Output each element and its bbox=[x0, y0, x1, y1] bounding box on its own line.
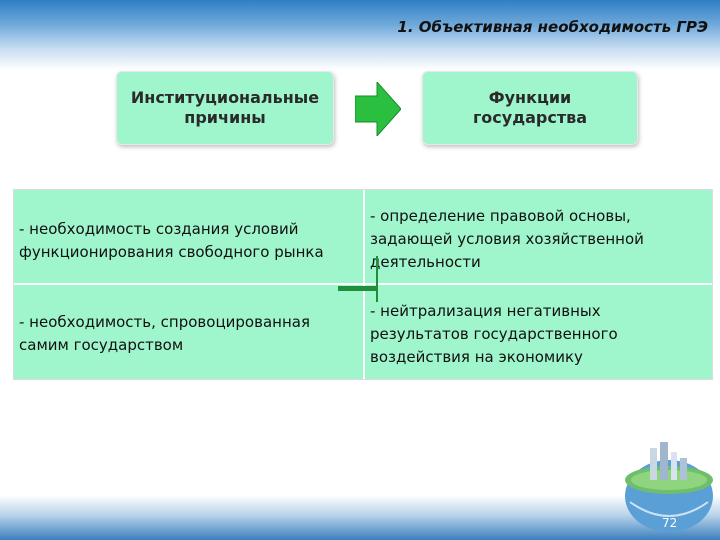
table-cell-row2-left: - необходимость, спровоцированная самим … bbox=[19, 313, 310, 354]
connector-icon bbox=[338, 256, 378, 302]
state-functions-box: Функции государства bbox=[422, 71, 638, 145]
table-row-divider bbox=[14, 283, 712, 285]
causes-functions-table: - необходимость создания условий функцио… bbox=[13, 189, 713, 380]
table-cell-row1-right: - определение правовой основы, задающей … bbox=[370, 207, 644, 271]
slide-title: 1. Объективная необходимость ГРЭ bbox=[397, 18, 708, 36]
institutional-causes-label: Институциональные причины bbox=[130, 88, 320, 127]
table-cell-row1-left: - необходимость создания условий функцио… bbox=[19, 220, 324, 261]
arrow-right-icon bbox=[355, 82, 401, 136]
state-functions-label: Функции государства bbox=[472, 88, 588, 127]
page-number: 72 bbox=[662, 516, 678, 530]
top-gradient-band bbox=[0, 0, 720, 70]
globe-city-icon bbox=[625, 442, 713, 532]
table-cell-row2-right: - нейтрализация негативных результатов г… bbox=[370, 302, 618, 366]
institutional-causes-box: Институциональные причины bbox=[116, 71, 334, 145]
bottom-gradient-band bbox=[0, 495, 720, 540]
